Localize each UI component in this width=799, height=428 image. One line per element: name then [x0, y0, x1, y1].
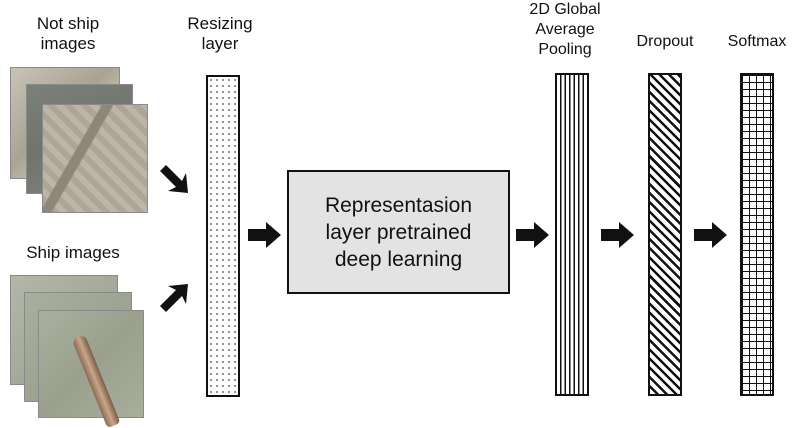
representation-layer-label: Representasion layer pretrained deep lea… [324, 193, 473, 271]
arrow-icon [601, 222, 634, 248]
resizing-layer [206, 75, 240, 397]
arrow-icon [248, 222, 281, 248]
softmax-layer [740, 73, 774, 396]
arrow-icon [160, 165, 188, 193]
pooling-layer [555, 73, 589, 396]
resizing-layer-label: Resizing layer [187, 14, 253, 53]
not-ship-image-3 [42, 104, 148, 213]
dropout-layer-label: Dropout [636, 33, 694, 50]
not-ship-images-label: Not ship images [36, 14, 100, 53]
arrow-icon [160, 284, 188, 312]
dropout-layer [648, 73, 682, 396]
ship-shape [71, 333, 121, 428]
softmax-layer-label: Softmax [727, 33, 787, 50]
arrow-icon [694, 222, 727, 248]
representation-layer-box: Representasion layer pretrained deep lea… [287, 170, 510, 294]
ship-images-label: Ship images [26, 243, 120, 262]
pooling-layer-label: 2D Global Average Pooling [529, 1, 601, 58]
arrow-icon [516, 222, 549, 248]
ship-image-3 [38, 310, 144, 428]
